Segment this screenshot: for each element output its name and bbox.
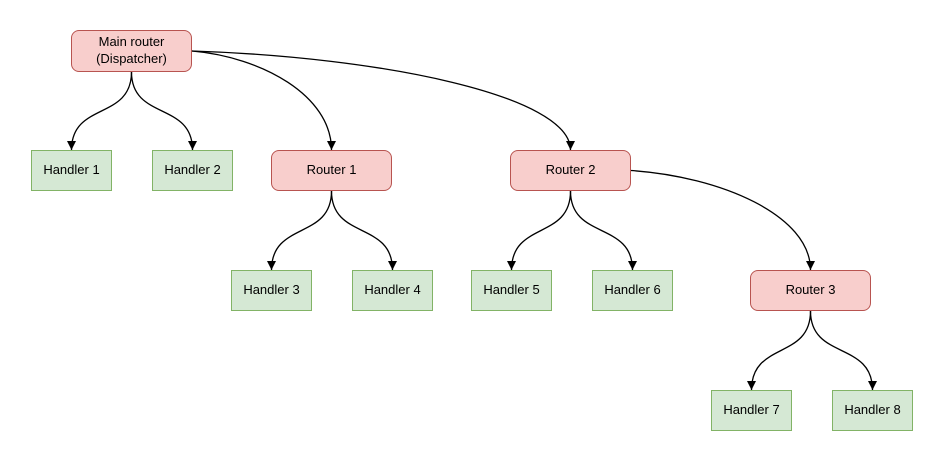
node-label: Handler 3: [243, 282, 300, 298]
edge-router-1-to-handler-4: [330, 190, 397, 271]
node-handler-7: Handler 7: [711, 390, 792, 431]
edge-main-router-to-handler-1: [67, 71, 133, 151]
edge-router-2-to-handler-6: [569, 190, 637, 271]
node-handler-6: Handler 6: [592, 270, 673, 311]
node-handler-4: Handler 4: [352, 270, 433, 311]
node-label: Handler 7: [723, 402, 780, 418]
node-handler-1: Handler 1: [31, 150, 112, 191]
edge-router-3-to-handler-8: [809, 310, 877, 391]
edge-main-router-to-router-1: [191, 50, 336, 151]
edge-router-2-to-router-3: [630, 169, 815, 271]
node-label: Router 3: [785, 282, 836, 298]
node-label: Handler 2: [164, 162, 221, 178]
node-handler-8: Handler 8: [832, 390, 913, 431]
node-label: Handler 8: [844, 402, 901, 418]
edge-router-2-to-handler-5: [507, 190, 572, 271]
node-label: Router 1: [306, 162, 357, 178]
node-main-router: Main router(Dispatcher): [71, 30, 192, 72]
node-label: (Dispatcher): [96, 51, 167, 66]
edge-main-router-to-router-2: [191, 50, 575, 151]
node-handler-5: Handler 5: [471, 270, 552, 311]
edge-main-router-to-handler-2: [130, 71, 197, 151]
node-label: Router 2: [545, 162, 596, 178]
edge-router-1-to-handler-3: [267, 190, 333, 271]
node-router-2: Router 2: [510, 150, 631, 191]
node-handler-2: Handler 2: [152, 150, 233, 191]
node-handler-3: Handler 3: [231, 270, 312, 311]
edge-router-3-to-handler-7: [747, 310, 812, 391]
node-router-1: Router 1: [271, 150, 392, 191]
node-label: Handler 5: [483, 282, 540, 298]
node-label: Handler 1: [43, 162, 100, 178]
node-label: Main router: [98, 34, 165, 50]
node-router-3: Router 3: [750, 270, 871, 311]
node-label: Handler 4: [364, 282, 421, 298]
node-label: Handler 6: [604, 282, 661, 298]
